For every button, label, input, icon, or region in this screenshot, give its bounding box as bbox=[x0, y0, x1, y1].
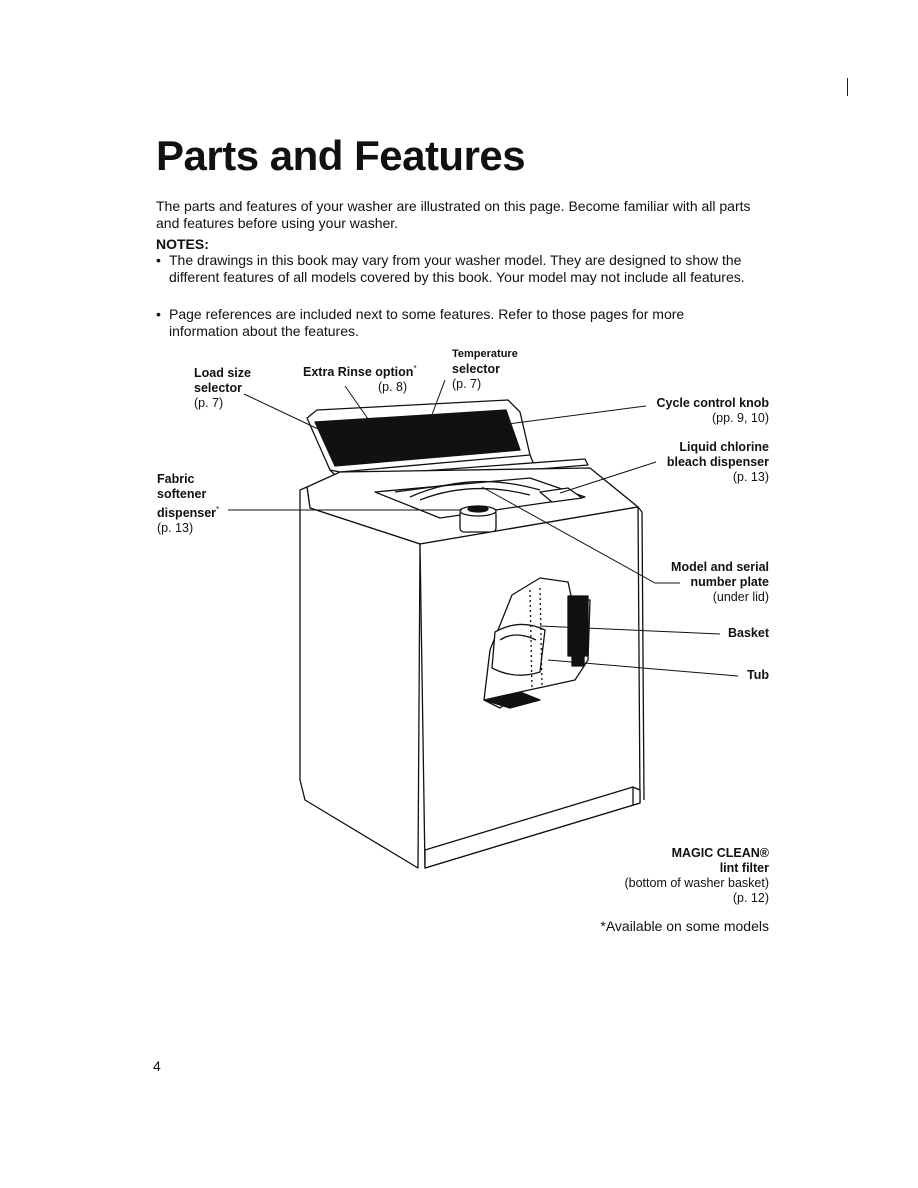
leader-bleach bbox=[559, 461, 657, 494]
page-title: Parts and Features bbox=[156, 132, 526, 179]
label-fabric-softener-dispenser: Fabric softener dispenser* (p. 13) bbox=[157, 472, 220, 536]
label-cycle-control-knob: Cycle control knob (pp. 9, 10) bbox=[656, 396, 769, 425]
notes-heading: NOTES: bbox=[156, 236, 209, 252]
console-panel bbox=[314, 409, 521, 467]
bullet-icon: • bbox=[156, 252, 161, 268]
note-text: The drawings in this book may vary from … bbox=[169, 252, 745, 285]
label-load-size-selector: Load size selector (p. 7) bbox=[194, 366, 251, 410]
base-trim bbox=[424, 786, 641, 869]
note-text: Page references are included next to som… bbox=[169, 306, 685, 339]
footnote: *Available on some models bbox=[600, 918, 769, 934]
leader-temperature bbox=[423, 379, 446, 437]
leader-extra-rinse bbox=[344, 385, 381, 437]
intro-paragraph: The parts and features of your washer ar… bbox=[156, 198, 751, 231]
margin-mark bbox=[847, 78, 848, 96]
bullet-icon: • bbox=[156, 306, 161, 322]
label-basket: Basket bbox=[728, 626, 769, 640]
leader-model-serial bbox=[481, 486, 680, 584]
bleach-dispenser bbox=[539, 487, 583, 503]
note-item: • Page references are included next to s… bbox=[156, 306, 756, 340]
label-temperature-selector: Temperature selector (p. 7) bbox=[452, 348, 518, 391]
leader-cycle-control bbox=[499, 405, 647, 426]
leader-tub bbox=[547, 659, 739, 677]
cabinet-left-side bbox=[299, 486, 421, 869]
leader-load-size bbox=[243, 393, 353, 446]
note-item: • The drawings in this book may vary fro… bbox=[156, 252, 756, 286]
label-lint-filter: MAGIC CLEAN® lint filter (bottom of wash… bbox=[624, 846, 769, 905]
label-bleach-dispenser: Liquid chlorine bleach dispenser (p. 13) bbox=[666, 440, 769, 484]
label-tub: Tub bbox=[747, 668, 769, 682]
leader-basket bbox=[539, 625, 721, 635]
label-model-serial-plate: Model and serial number plate (under lid… bbox=[671, 560, 769, 604]
label-extra-rinse-option: Extra Rinse option* (p. 8) bbox=[303, 364, 417, 395]
page-number: 4 bbox=[153, 1058, 161, 1074]
